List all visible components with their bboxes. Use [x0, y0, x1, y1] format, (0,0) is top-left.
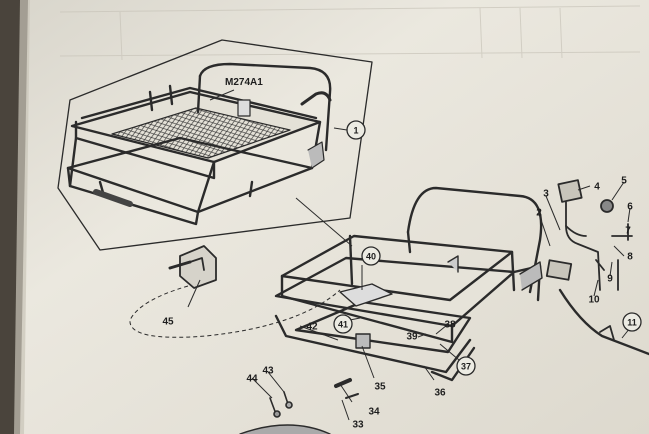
callout-38: 38 [444, 320, 456, 331]
callout-34: 34 [368, 407, 380, 418]
callout-circle [333, 314, 353, 334]
callout-number: 44 [246, 374, 258, 385]
callout-number: 36 [434, 388, 446, 399]
callout-number: 8 [627, 252, 633, 263]
callout-number: 7 [625, 226, 631, 237]
callout-4: 4 [594, 182, 600, 193]
callout-number: 40 [366, 252, 376, 262]
callout-7: 7 [625, 226, 631, 237]
model-label-text: M274A1 [225, 77, 263, 88]
callout-44: 44 [246, 374, 258, 385]
callout-number: 3 [543, 189, 549, 200]
callout-number: 9 [607, 274, 613, 285]
callout-number: 45 [162, 317, 174, 328]
callout-8: 8 [627, 252, 633, 263]
callout-40: 40 [361, 246, 381, 266]
right-component-group-drawing [545, 179, 649, 356]
callout-number: 4 [594, 182, 600, 193]
callout-number: 38 [444, 320, 456, 331]
callout-circle [622, 312, 642, 332]
callout-11: 11 [622, 312, 642, 332]
callout-number: 1 [353, 126, 358, 136]
callout-number: 33 [352, 420, 364, 431]
callout-36: 36 [434, 388, 446, 399]
callout-2: 2 [536, 208, 542, 219]
bracket-45-drawing [168, 245, 217, 289]
callout-10: 10 [588, 295, 600, 306]
callout-45: 45 [162, 317, 174, 328]
callout-number: 2 [536, 208, 542, 219]
callout-42: 42 [306, 322, 318, 333]
callout-6: 6 [627, 202, 633, 213]
main-frame-drawing [274, 186, 543, 382]
callout-number: 42 [306, 322, 318, 333]
callout-9: 9 [607, 274, 613, 285]
callout-37: 37 [456, 356, 476, 376]
callout-number: 39 [406, 332, 418, 343]
callout-5: 5 [621, 176, 627, 187]
callout-number: 35 [374, 382, 386, 393]
callout-number: 11 [627, 318, 637, 328]
leader-lines [209, 89, 353, 247]
callout-33: 33 [352, 420, 364, 431]
callout-number: 34 [368, 407, 380, 418]
callout-circle [361, 246, 381, 266]
callout-43: 43 [262, 366, 274, 377]
callout-number: 6 [627, 202, 633, 213]
callout-number: 10 [588, 295, 600, 306]
callout-number: 41 [338, 320, 348, 330]
callout-3: 3 [543, 189, 549, 200]
callout-35: 35 [374, 382, 386, 393]
callout-39: 39 [406, 332, 418, 343]
callout-pointer-lines [187, 181, 631, 421]
callout-number: 43 [262, 366, 274, 377]
callout-41: 41 [333, 314, 353, 334]
callout-circle [456, 356, 476, 376]
callout-number: 5 [621, 176, 627, 187]
assembly-m274a1-drawing [66, 62, 332, 226]
model-label: M274A1 [225, 77, 263, 88]
dashed-install-path [129, 285, 341, 338]
fastener-hardware-drawing [239, 378, 359, 434]
callout-circle [346, 120, 366, 140]
detail-enclosure-box [57, 39, 373, 251]
callout-number: 37 [461, 362, 471, 372]
callout-1: 1 [346, 120, 366, 140]
